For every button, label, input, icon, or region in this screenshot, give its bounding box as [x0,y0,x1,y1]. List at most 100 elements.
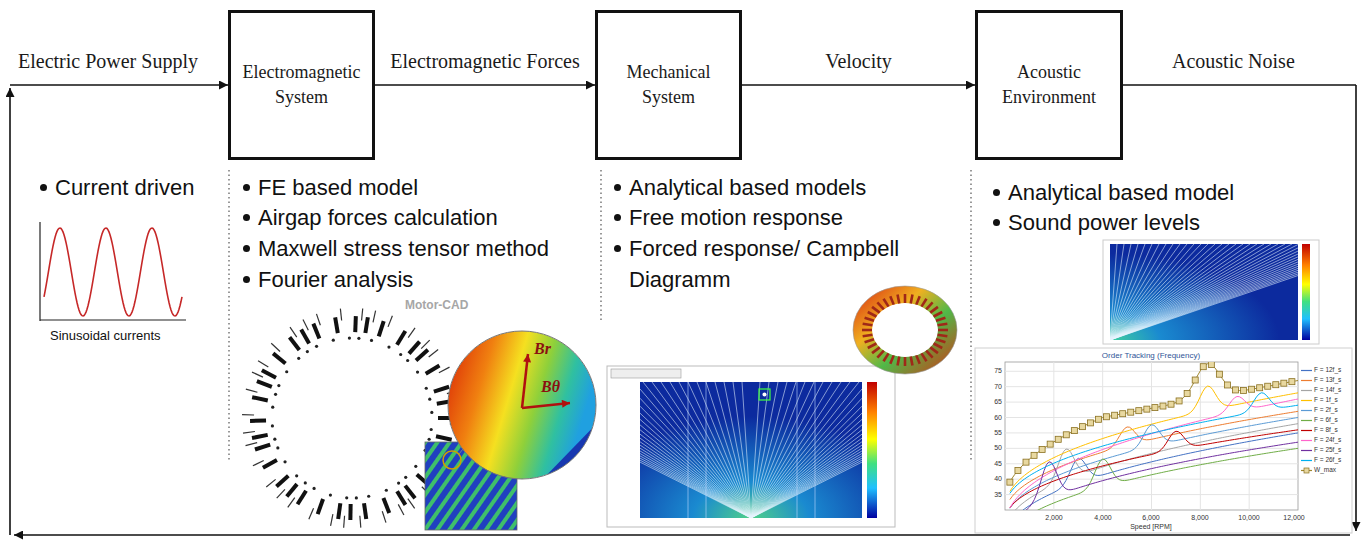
order-line [751,448,862,518]
bullet-dot [614,245,621,252]
order-line [1110,268,1298,340]
conductor-dot [295,474,298,477]
coil-end [288,498,295,508]
coil-side [338,503,340,519]
coil-side [436,436,452,439]
text-label: 8,000 [1191,514,1209,521]
bullet-dot [243,276,250,283]
order-line [1110,266,1298,340]
grid-line [1151,362,1152,510]
stator-tooth [922,353,927,361]
stator-tooth [898,295,900,304]
order-line [751,442,862,518]
coil-end [439,367,450,373]
legend-text: F = 25f_s [1314,446,1341,454]
bullet-dot [993,189,1000,196]
wmax-marker [1063,432,1069,438]
conductor-dot [425,387,428,390]
wmax-marker [1136,408,1142,414]
mode-line [688,382,689,518]
legend-row: F = 1f_s [1301,396,1338,404]
plot-area [640,382,862,518]
coil-end [331,514,333,526]
wmax-marker [1104,414,1110,420]
order-line [751,462,862,518]
stator-tooth [936,339,945,342]
plot-area [1110,244,1298,340]
order-line [640,438,751,518]
stator-tooth [926,351,932,358]
conductor-dot [428,398,431,401]
grid-line [1005,463,1298,464]
order-line [652,382,751,518]
coil-side [348,504,352,520]
coil-side [263,460,277,468]
order-line [751,430,862,518]
wmax-marker [1176,398,1182,404]
stator-tooth [934,344,943,349]
text-label: 75 [994,367,1002,375]
coil-end [309,508,314,519]
text-label: 10,000 [1238,514,1259,521]
coil-side [365,317,367,333]
order-line [733,382,751,518]
text-label: 70 [994,383,1002,391]
legend-row: F = 6f_s [1301,416,1338,424]
coil-end [246,443,258,446]
conductor-dot [304,481,307,484]
stator-tooth [890,355,893,363]
order-line [1110,257,1298,340]
zoom-marker [443,451,461,469]
text-label: 4,000 [1094,514,1112,521]
conductor-dot [370,339,373,342]
text-label: 12,000 [1283,514,1304,522]
wmax-marker [1023,459,1029,465]
wmax-marker [1265,383,1271,389]
order-line [751,445,862,518]
chart-frame [1103,240,1319,344]
stator-tooth [863,335,873,337]
bullet-dot [40,184,47,191]
legend-text: F = 26f_s [1314,456,1341,464]
legend-row: F = 8f_s [1301,426,1338,434]
coil-end [253,461,264,466]
coil-end [246,389,258,392]
coil-end [388,316,392,327]
order-line [1110,244,1292,340]
stator-tooth [904,294,907,303]
wmax-marker [1216,371,1222,377]
coil-end [258,361,268,367]
legend-row: W_max [1301,466,1336,474]
mode-line [815,382,816,518]
conductor-dot [416,371,419,374]
mode-line [706,382,707,518]
conductor-dot [332,339,335,342]
conductor-dot [276,446,279,449]
coil-side [250,419,266,423]
coil-side [353,316,358,332]
coil-side [257,381,272,387]
coil-side [301,330,309,344]
stator-tooth [926,302,932,309]
text-label: Motor-CAD [405,298,468,312]
text-label: 60 [994,414,1002,421]
order-line [640,448,751,518]
coil-end [290,327,297,337]
legend-row: F = 13f_s [1301,376,1341,384]
text-label: 55 [994,429,1002,437]
bullet-item: Analytical based models [629,172,866,203]
conductor-dot [430,428,433,431]
coil-end [398,504,404,515]
mode-line [797,382,798,518]
wmax-marker [1184,390,1190,396]
bullet-item: FE based model [258,172,418,203]
coil-end [373,311,376,323]
stator-tooth [863,324,873,326]
text-label: 4,000 [1094,514,1112,522]
bullet-text: Airgap forces calculation [258,205,498,230]
order-line [640,451,751,518]
conductor-dot [367,495,370,498]
wmax-marker [1249,386,1255,392]
bullet-dot [243,184,250,191]
